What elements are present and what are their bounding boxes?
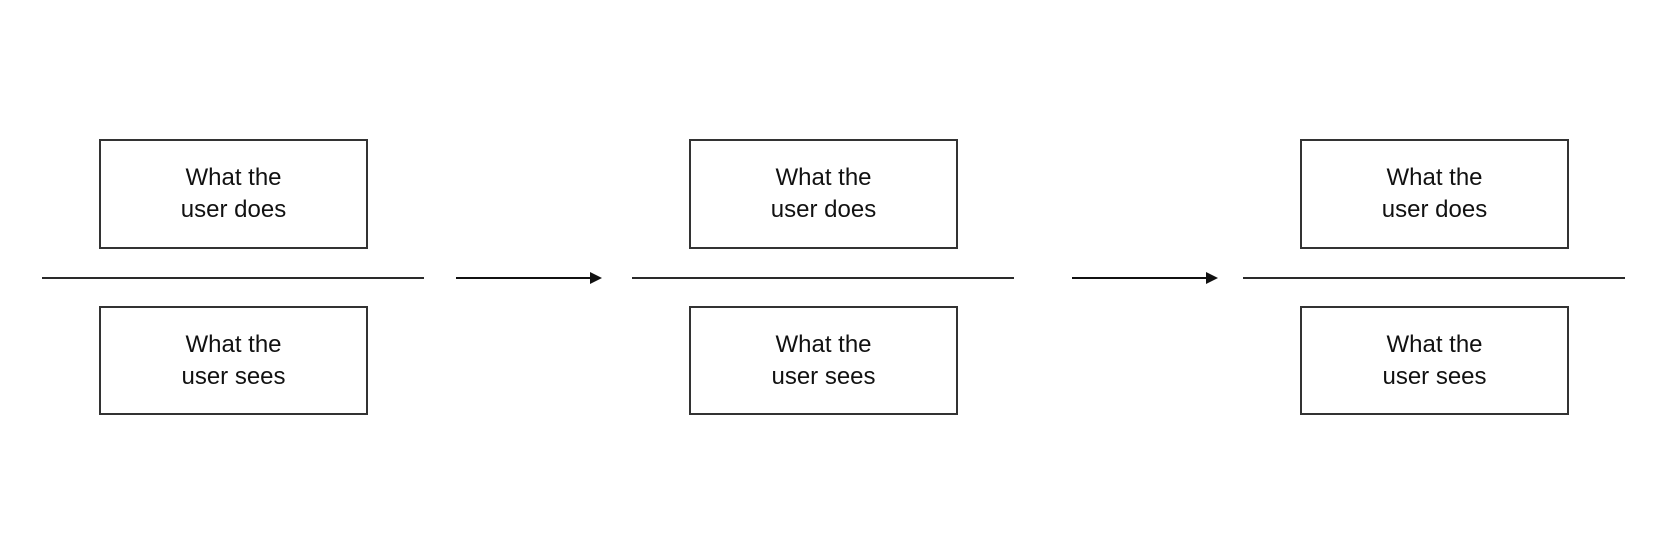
flow-arrow-2: [1072, 272, 1218, 284]
arrow-shaft: [456, 277, 590, 279]
user-view-line-2: user sees: [181, 362, 286, 390]
user-action-line-2: user does: [1381, 196, 1488, 223]
stage-divider: [1243, 277, 1625, 279]
user-view-box: What the user sees: [689, 306, 958, 415]
user-action-line-1: What the: [775, 164, 872, 191]
user-view-box: What the user sees: [99, 306, 368, 415]
user-action-line-1: What the: [1386, 164, 1483, 191]
arrow-head-icon: [1206, 272, 1218, 284]
user-view-line-1: What the: [775, 330, 872, 358]
flow-arrow-1: [456, 272, 602, 284]
user-view-line-1: What the: [1386, 330, 1483, 358]
user-action-box: What the user does: [1300, 139, 1569, 249]
user-view-line-2: user sees: [771, 362, 876, 390]
stage-divider: [632, 277, 1014, 279]
user-action-line-1: What the: [185, 164, 282, 191]
user-view-box: What the user sees: [1300, 306, 1569, 415]
stage-3: What the user does What the user sees: [1243, 0, 1625, 534]
arrow-shaft: [1072, 277, 1206, 279]
stage-divider: [42, 277, 424, 279]
user-action-line-2: user does: [770, 196, 877, 223]
user-action-box: What the user does: [99, 139, 368, 249]
stage-2: What the user does What the user sees: [632, 0, 1014, 534]
user-view-line-2: user sees: [1382, 362, 1487, 390]
user-action-box: What the user does: [689, 139, 958, 249]
user-view-line-1: What the: [185, 330, 282, 358]
arrow-head-icon: [590, 272, 602, 284]
user-action-line-2: user does: [180, 196, 287, 223]
stage-1: What the user does What the user sees: [42, 0, 424, 534]
